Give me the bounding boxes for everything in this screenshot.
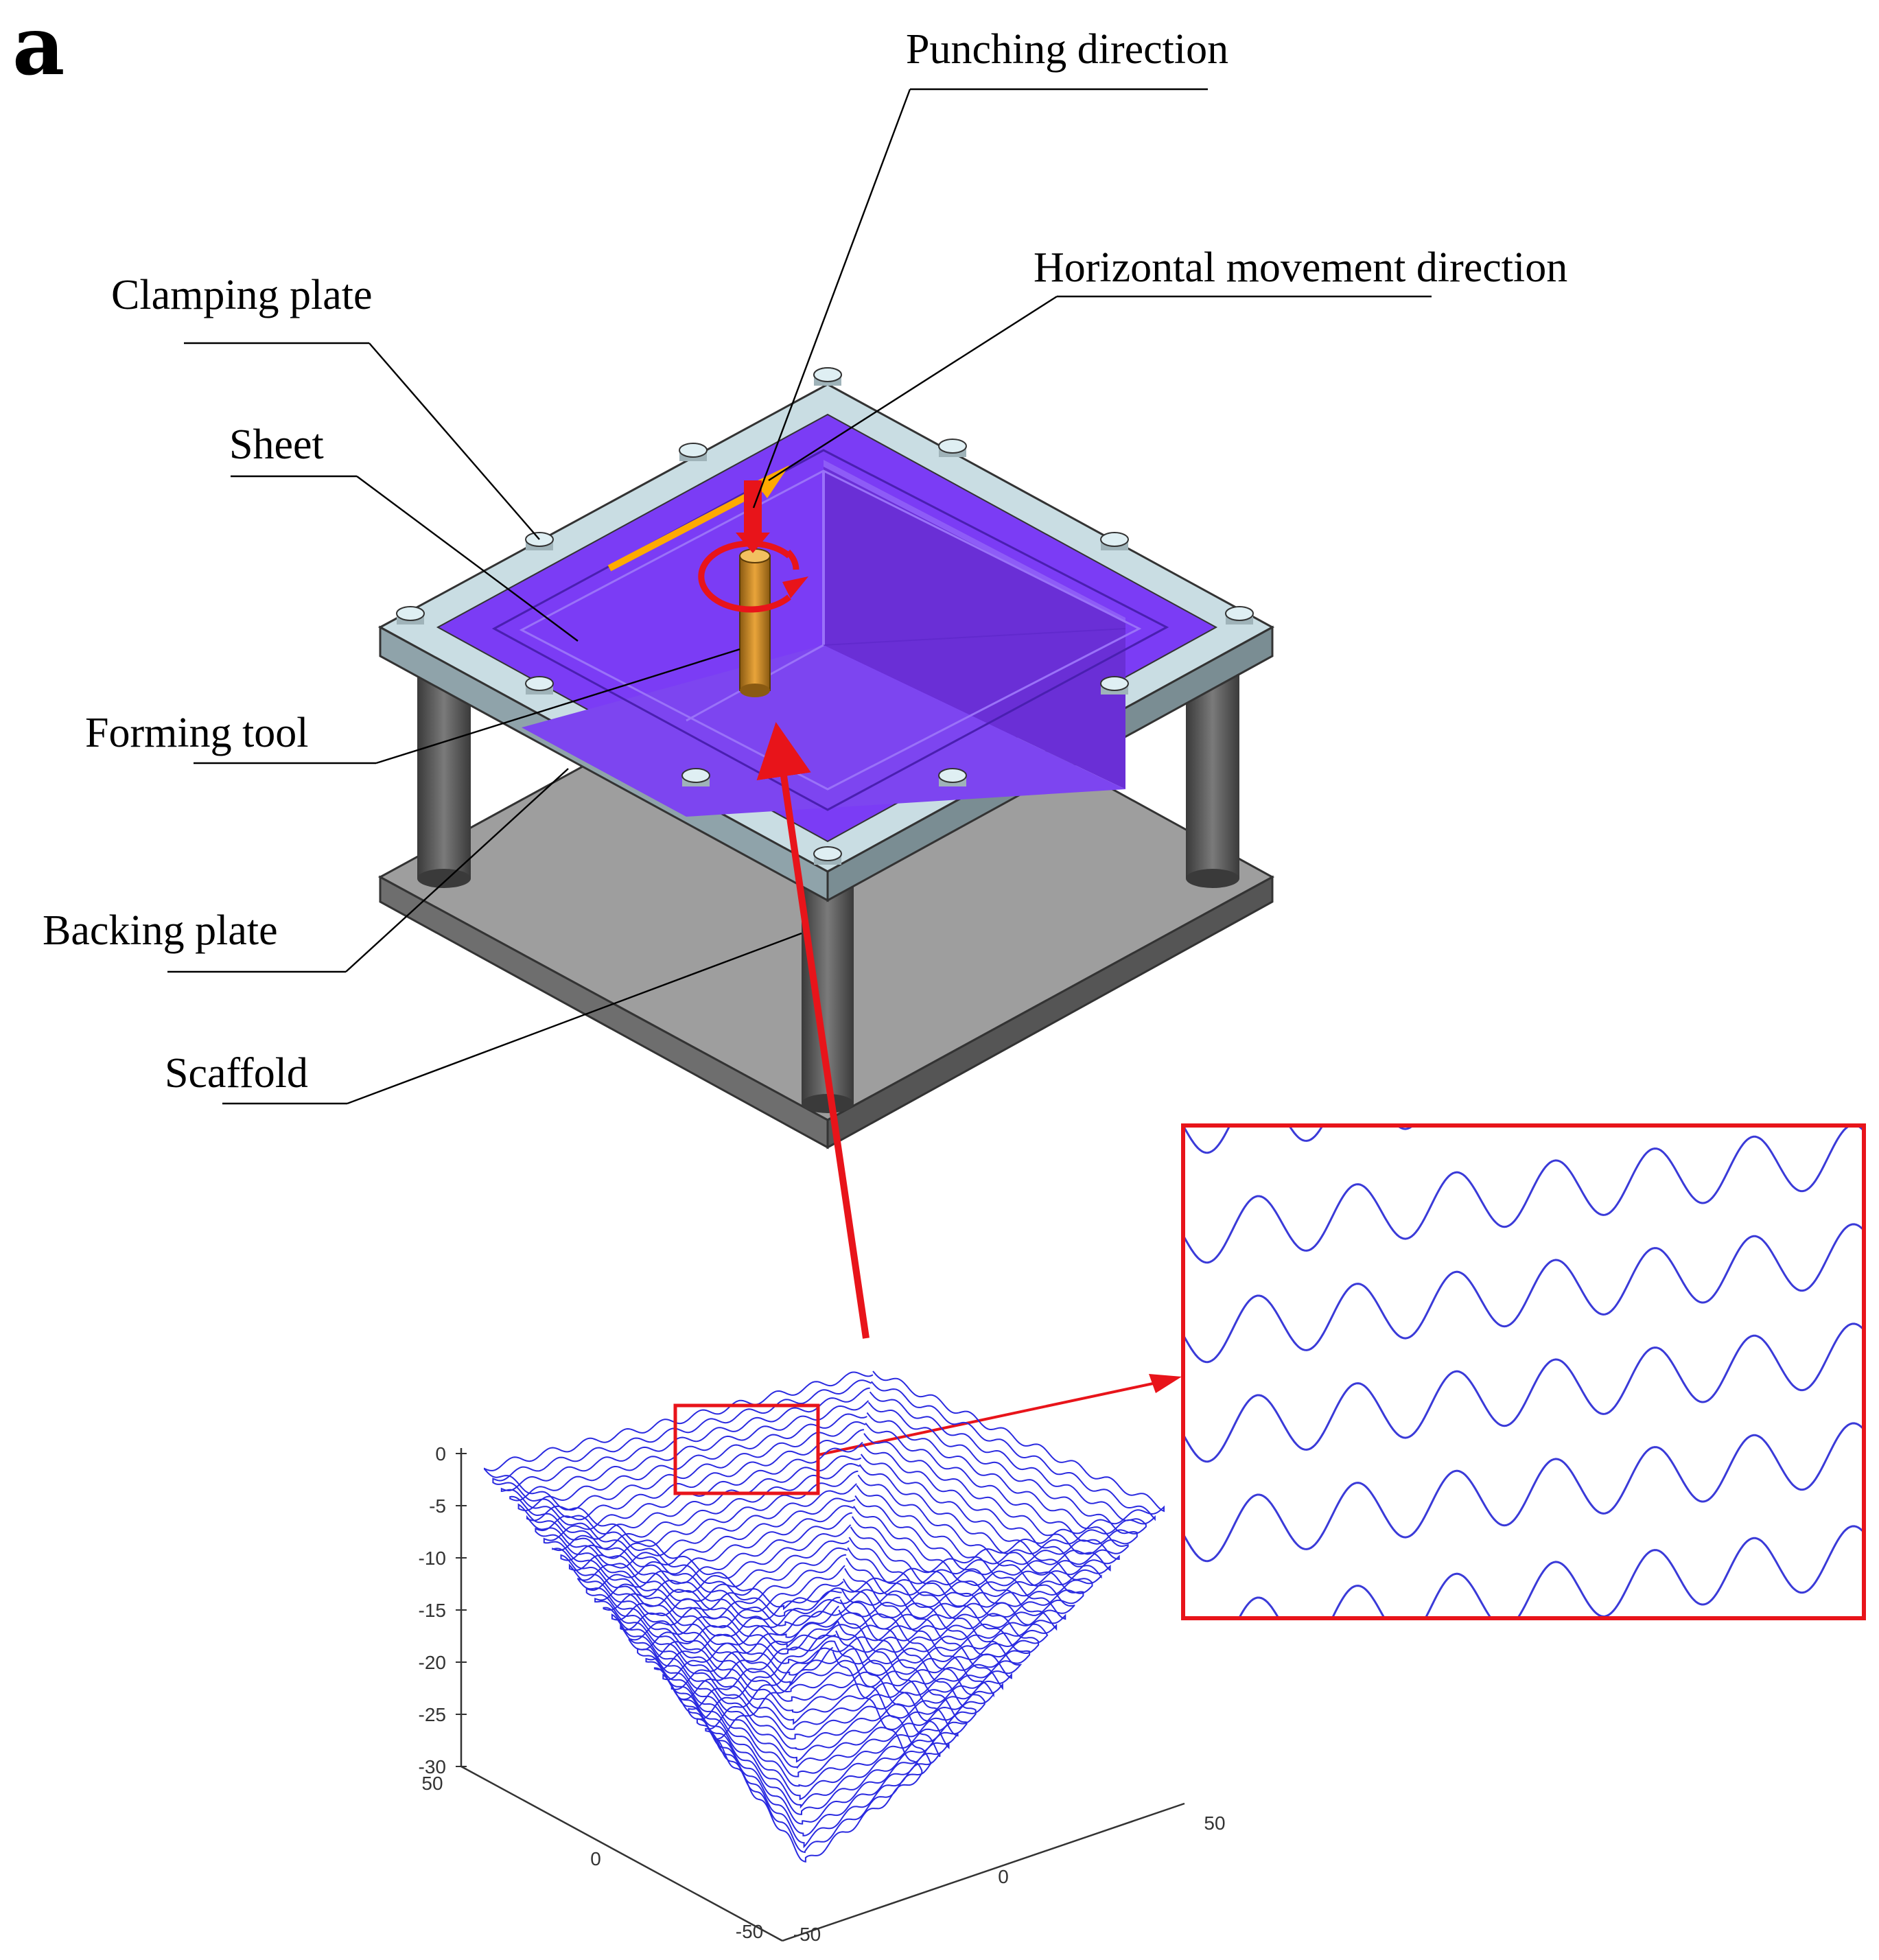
toolpath-layer (526, 1421, 1120, 1655)
toolpath-layer (628, 1547, 1012, 1769)
detail-inset-frame (1181, 1123, 1866, 1620)
toolpath-layer (611, 1524, 1031, 1751)
label-clamping-plate: Clamping plate (111, 272, 373, 318)
y-axis-ticks: 50 0 -50 (421, 1773, 763, 1942)
toolpath-layer (500, 1387, 1147, 1626)
toolpath-layer (620, 1537, 1023, 1763)
toolpath-layer (713, 1646, 923, 1863)
detail-inset (1181, 1123, 1866, 1620)
toolpath-layer (484, 1370, 1165, 1611)
detail-wave (1183, 1422, 1864, 1563)
toolpath-layer (535, 1429, 1111, 1664)
label-punching-direction: Punching direction (906, 26, 1228, 73)
tool-rotation-arrow (698, 540, 808, 613)
panel-letter: a (12, 0, 65, 93)
toolpath-layer (679, 1605, 959, 1825)
forming-tool (739, 548, 771, 697)
toolpath-layer (653, 1578, 985, 1801)
toolpath-layer (662, 1589, 977, 1809)
label-scaffold: Scaffold (165, 1050, 308, 1097)
fixture-model (377, 367, 1275, 1150)
bolt (525, 676, 554, 695)
label-sheet: Sheet (229, 421, 324, 468)
bolt (679, 443, 708, 461)
toolpath-layer (688, 1620, 950, 1836)
clamping-bolts (396, 367, 1254, 865)
bolt (525, 532, 554, 550)
detail-wave (1237, 1525, 1864, 1618)
bolt (1100, 532, 1129, 550)
x-tick-label: -50 (793, 1924, 821, 1945)
connector-arrows (756, 722, 1182, 1456)
detail-zoom-arrow (817, 1378, 1173, 1456)
plot-axes (460, 1448, 1185, 1942)
z-tick-label: -5 (429, 1495, 446, 1517)
toolpath-layer (552, 1454, 1093, 1687)
label-backing-plate: Backing plate (43, 907, 278, 954)
x-axis-ticks: -50 0 50 (793, 1812, 1226, 1945)
z-axis-ticks: 0 -5 -10 -15 -20 -25 -30 (419, 1443, 467, 1777)
z-tick-label: -10 (419, 1548, 446, 1569)
toolpath-layer (517, 1412, 1129, 1649)
toolpath-layer (492, 1379, 1156, 1618)
z-tick-label: -15 (419, 1600, 446, 1621)
z-tick-label: 0 (435, 1443, 446, 1465)
toolpath-layer (568, 1470, 1075, 1702)
toolpath-layer (594, 1505, 1049, 1730)
plot-to-tool-arrow (756, 722, 870, 1339)
detail-wave-curves (1183, 1125, 1864, 1618)
toolpath-layer (577, 1483, 1066, 1714)
x-tick-label: 50 (1204, 1812, 1225, 1834)
detail-wave (1183, 1322, 1864, 1463)
y-tick-label: 50 (421, 1773, 443, 1794)
y-tick-label: 0 (590, 1848, 601, 1869)
scaffold (417, 659, 1239, 1113)
bolt (396, 606, 425, 625)
y-tick-label: -50 (736, 1921, 763, 1942)
toolpath-layer (645, 1565, 994, 1787)
callouts (167, 88, 1432, 1105)
toolpath-layer (560, 1462, 1084, 1693)
toolpath-layer (543, 1441, 1102, 1676)
toolpath-3d-plot: 0 -5 -10 -15 -20 -25 -30 50 0 -50 -50 0 50 (419, 1370, 1226, 1945)
detail-wave (1183, 1125, 1415, 1154)
z-tick-label: -25 (419, 1704, 446, 1725)
bolt (938, 768, 967, 786)
z-tick-label: -30 (419, 1756, 446, 1777)
toolpath-layer (637, 1554, 1003, 1777)
bolt (1100, 676, 1129, 695)
toolpath-layer (603, 1512, 1040, 1740)
detail-wave (1183, 1223, 1864, 1364)
label-forming-tool: Forming tool (85, 710, 309, 756)
bolt (938, 439, 967, 457)
toolpath-curves (484, 1370, 1165, 1863)
bolt (813, 367, 842, 386)
bolt (813, 846, 842, 865)
toolpath-layer (696, 1630, 941, 1849)
bolt (681, 768, 710, 786)
sheet (436, 413, 1218, 843)
x-tick-label: 0 (998, 1866, 1009, 1887)
toolpath-layer (585, 1495, 1058, 1725)
toolpath-layer (670, 1596, 968, 1815)
z-tick-label: -20 (419, 1652, 446, 1673)
detail-wave (1183, 1125, 1864, 1264)
toolpath-layer (705, 1640, 932, 1854)
bolt (1225, 606, 1254, 625)
zoom-selection-box (673, 1403, 820, 1495)
label-horizontal-movement-direction: Horizontal movement direction (1034, 244, 1567, 291)
